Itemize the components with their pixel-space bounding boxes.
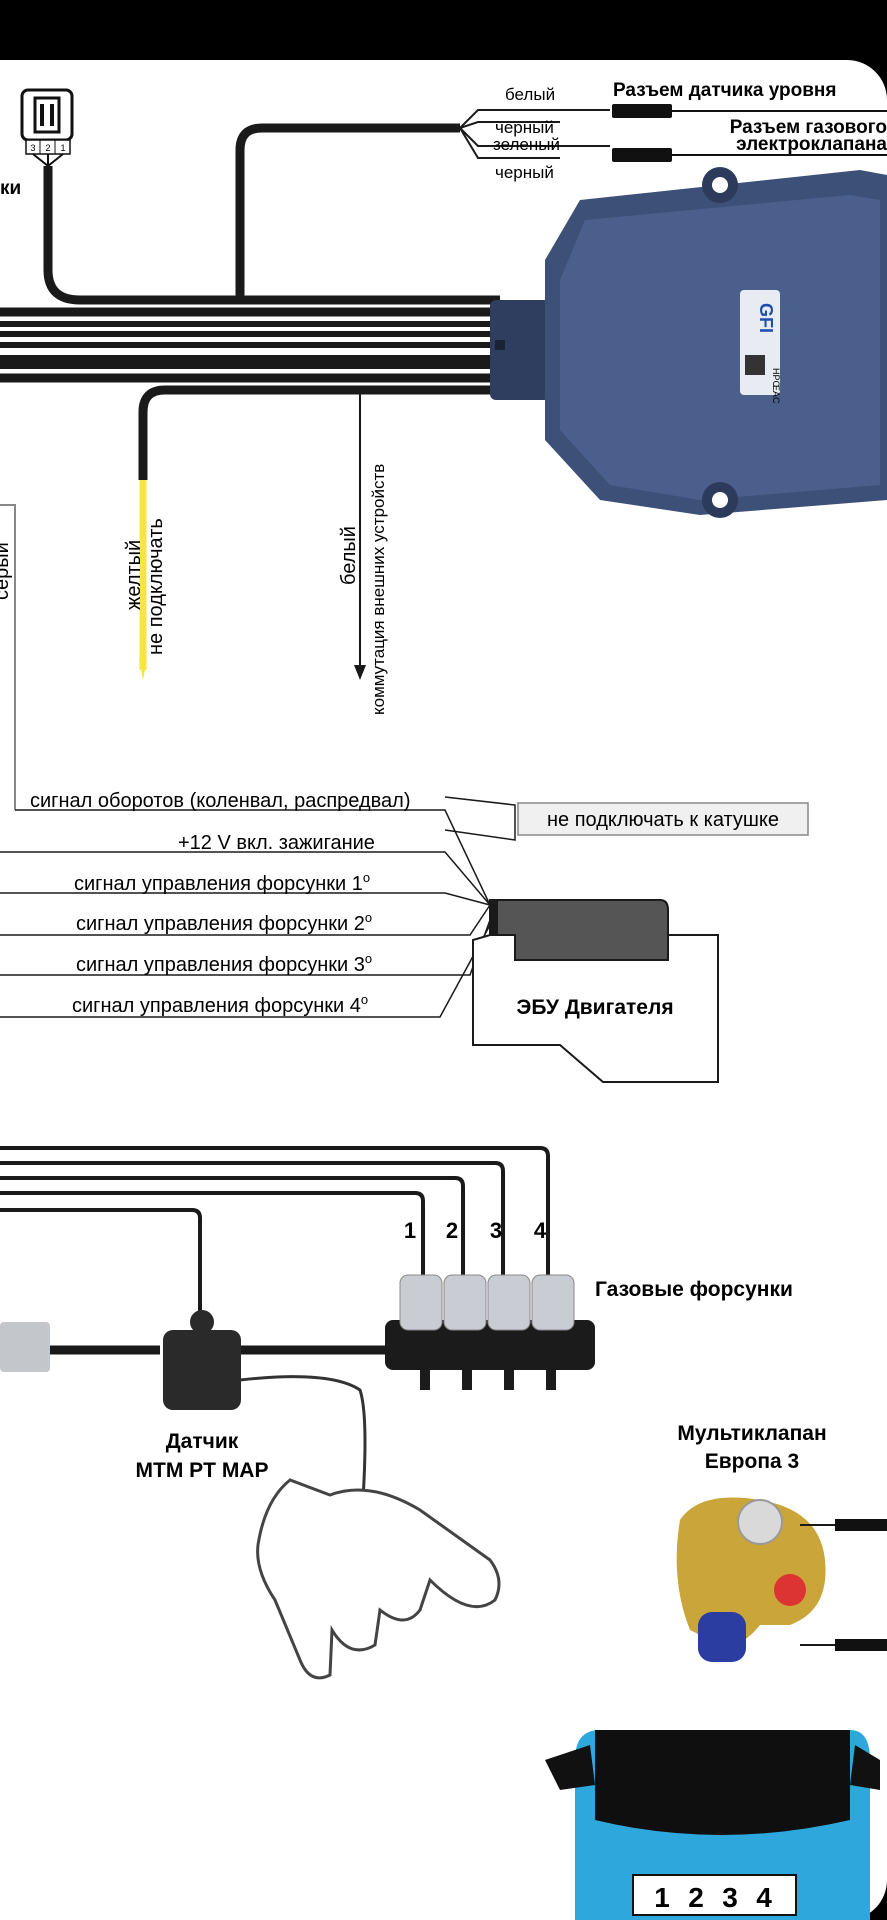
wire-black-label-2: черный bbox=[495, 163, 554, 182]
diagram-panel-left-fill bbox=[0, 60, 40, 1920]
signal-lines bbox=[0, 796, 516, 1018]
wire-white-label: белый bbox=[505, 85, 555, 104]
connector-pin-2: 2 bbox=[45, 143, 50, 153]
wire-black-label-1: черный bbox=[495, 118, 554, 137]
signal-inj1-label: сигнал управления форсунки 1о bbox=[74, 870, 370, 895]
gas-injectors-icon bbox=[385, 1274, 595, 1390]
yellow-wire-label-2: не подключать bbox=[145, 518, 167, 655]
engine-ecu-icon bbox=[472, 899, 719, 1083]
sensor-connector-icon: 3 2 1 bbox=[20, 88, 74, 167]
plate-digit-2: 2 bbox=[688, 1882, 704, 1913]
plate-digit-3: 3 bbox=[722, 1882, 738, 1913]
signal-inj3-label: сигнал управления форсунки 3о bbox=[76, 951, 372, 976]
gas-injectors-label: Газовые форсунки bbox=[595, 1278, 793, 1301]
white-wire-label-2: коммутация внешних устройств bbox=[369, 464, 388, 715]
car-icon bbox=[545, 1730, 880, 1920]
engine-ecu-label: ЭБУ Двигателя bbox=[516, 996, 673, 1019]
gas-valve-plug bbox=[612, 148, 672, 162]
gas-filter-icon bbox=[0, 1322, 50, 1372]
ecu-mark-eac: EAC bbox=[771, 385, 781, 404]
connector-fanout bbox=[459, 109, 610, 159]
yellow-wire-arrow bbox=[139, 660, 147, 680]
injector-number-1: 1 bbox=[404, 1218, 416, 1243]
level-sensor-plug bbox=[612, 104, 672, 118]
gray-wire bbox=[0, 504, 16, 810]
map-sensor-label-1: Датчик bbox=[166, 1430, 239, 1453]
map-sensor-label-2: MTM PT MAP bbox=[136, 1459, 269, 1482]
injector-number-4: 4 bbox=[534, 1218, 547, 1243]
multivalve-plug-2 bbox=[835, 1639, 887, 1651]
gas-ecu: GFI HPC EAC bbox=[490, 167, 887, 518]
gray-wire-label: серый bbox=[0, 542, 13, 600]
signal-inj4-label: сигнал управления форсунки 4о bbox=[72, 992, 368, 1017]
white-wire-label-1: белый bbox=[338, 526, 360, 585]
harness-separators bbox=[0, 317, 500, 353]
multivalve-label-2: Европа 3 bbox=[705, 1450, 799, 1473]
wire-green-label: зеленый bbox=[493, 135, 560, 154]
injector-number-3: 3 bbox=[490, 1218, 502, 1243]
multivalve-label-1: Мультиклапан bbox=[677, 1422, 826, 1445]
injector-number-2: 2 bbox=[446, 1218, 458, 1243]
ecu-brand-logo: GFI bbox=[756, 303, 776, 333]
white-wire-arrow bbox=[354, 665, 366, 680]
multivalve-plug-1 bbox=[835, 1519, 887, 1531]
rpm-note-box bbox=[517, 802, 809, 836]
rpm-note-label: не подключать к катушке bbox=[547, 809, 779, 831]
diagram-panel bbox=[0, 60, 887, 1920]
plate-digit-1: 1 bbox=[654, 1882, 670, 1913]
connector-pin-1: 1 bbox=[60, 143, 65, 153]
yellow-wire-label-1: желтый bbox=[123, 540, 145, 610]
signal-rpm-label: сигнал оборотов (коленвал, распредвал) bbox=[30, 790, 410, 812]
plate-digit-4: 4 bbox=[756, 1882, 772, 1913]
intake-manifold-icon bbox=[256, 1478, 501, 1680]
signal-ignition-label: +12 V вкл. зажигание bbox=[178, 832, 375, 854]
connector-pin-3: 3 bbox=[30, 143, 35, 153]
multivalve-icon bbox=[676, 1497, 826, 1662]
gas-valve-connector-label-2: электроклапана bbox=[736, 134, 887, 155]
main-harness bbox=[0, 123, 500, 480]
map-sensor-icon bbox=[163, 1310, 241, 1410]
signal-inj2-label: сигнал управления форсунки 2о bbox=[76, 910, 372, 935]
injector-wires bbox=[0, 1146, 550, 1320]
gas-valve-connector-label-1: Разъем газового bbox=[730, 117, 887, 138]
vacuum-hose bbox=[239, 1375, 367, 1541]
partial-sensor-label: ки bbox=[0, 178, 21, 199]
level-sensor-connector-label: Разъем датчика уровня bbox=[613, 80, 836, 101]
ecu-mark-hpc: HPC bbox=[771, 368, 781, 388]
